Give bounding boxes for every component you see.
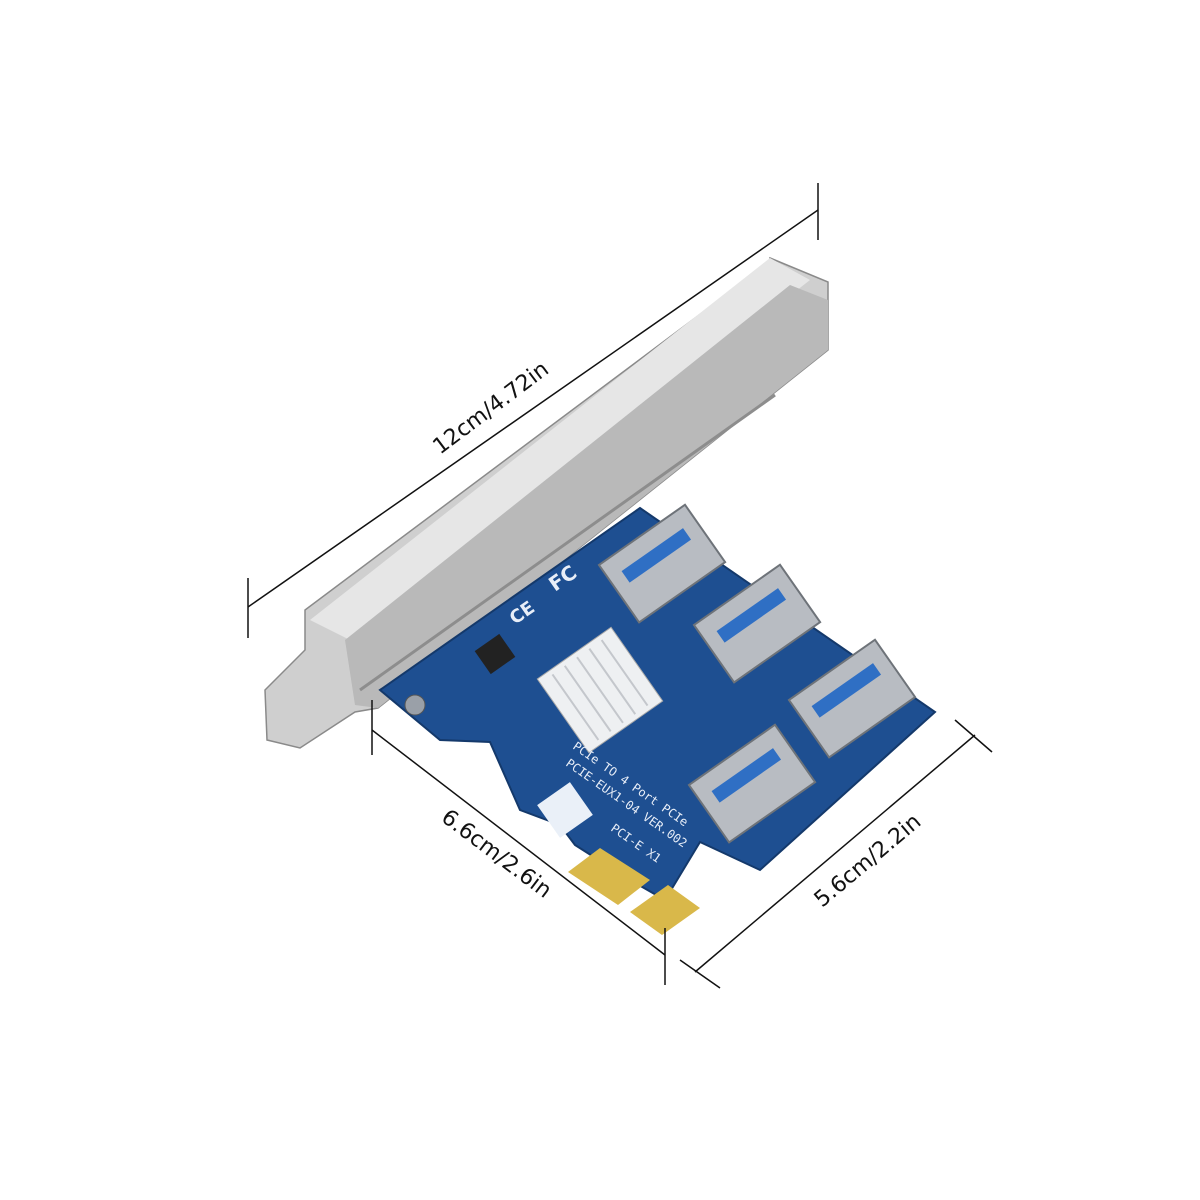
- usb-port-4: [687, 723, 817, 844]
- dimension-line-height: [371, 700, 666, 985]
- gold-fingers: [568, 848, 700, 935]
- usb-port-3: [787, 638, 917, 759]
- dimension-line-depth: [679, 719, 993, 989]
- usb-port-2: [692, 563, 822, 684]
- dimension-label-height: 6.6cm/2.6in: [436, 805, 556, 904]
- heatsink: [536, 626, 664, 754]
- metal-bracket: [264, 256, 829, 749]
- usb-port-1: [597, 503, 727, 624]
- dimension-line-length: [247, 183, 819, 638]
